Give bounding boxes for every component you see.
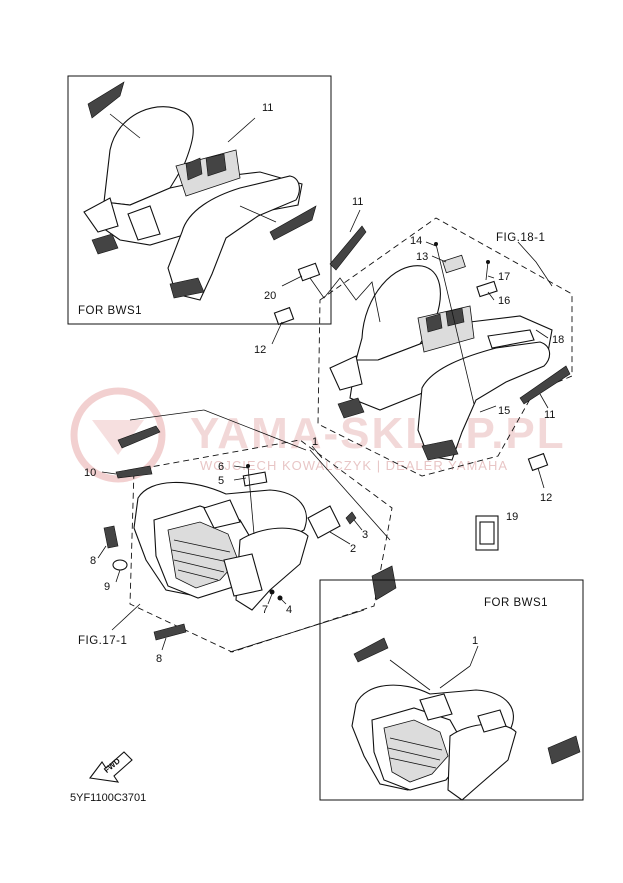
- callout-9: 9: [104, 581, 110, 593]
- callout-12-a: 12: [254, 344, 266, 356]
- decal-11-left: [87, 81, 125, 119]
- callout-17: 17: [498, 271, 510, 283]
- box-top-left: FOR BWS1 11: [67, 75, 332, 325]
- decal-8-bottom: [153, 623, 187, 641]
- watermark-subtitle: WOJCIECH KOWALCZYK | DEALER YAMAHA: [200, 458, 508, 473]
- decal-11-side: [519, 365, 571, 405]
- callout-11-a: 11: [262, 102, 273, 114]
- label-12-right: [527, 452, 549, 472]
- callout-11-b: 11: [352, 196, 363, 208]
- label-13: [442, 254, 466, 274]
- watermark: YAMA-SKLEP.PL WOJCIECH KOWALCZYK | DEALE…: [70, 387, 566, 483]
- decal-10: [115, 465, 153, 479]
- callout-18: 18: [552, 334, 564, 346]
- callout-5: 5: [218, 475, 224, 487]
- callout-14: 14: [410, 235, 422, 247]
- decal-11-top: [329, 225, 367, 271]
- fwd-arrow-icon: FWD: [89, 751, 133, 783]
- callout-15: 15: [498, 405, 510, 417]
- callout-8-b: 8: [156, 653, 162, 665]
- callout-1-a: 1: [312, 436, 318, 448]
- box-bottom-right-label: FOR BWS1: [484, 597, 548, 609]
- bolt-3: [345, 511, 357, 525]
- fig-ref-17-1: FIG.17-1: [78, 635, 127, 647]
- decal-side: [371, 565, 397, 601]
- decal-8-top: [103, 525, 119, 549]
- callout-6: 6: [218, 461, 224, 473]
- diagram-code: 5YF1100C3701: [70, 792, 146, 804]
- decal-1: [117, 425, 161, 449]
- fig-ref-18-1: FIG.18-1: [496, 232, 545, 244]
- plate-2: [307, 505, 341, 539]
- front-fender-main: 1 6 5 10 8 9 2 3 4 7 FIG.17-1 8: [78, 409, 397, 665]
- label-16: [476, 280, 498, 298]
- callout-11-c: 11: [544, 409, 555, 421]
- callout-13: 13: [416, 251, 428, 263]
- watermark-title: YAMA-SKLEP.PL: [190, 409, 566, 458]
- callout-4: 4: [286, 604, 292, 616]
- callout-20: 20: [264, 290, 276, 302]
- callout-3: 3: [362, 529, 368, 541]
- decal-11-right: [269, 205, 317, 241]
- callout-19: 19: [506, 511, 518, 523]
- label-12-left: [273, 306, 295, 326]
- rear-fender-bws1: [83, 106, 303, 301]
- callout-1-b: 1: [472, 635, 478, 647]
- label-5: [242, 471, 268, 487]
- rear-fender-main: 11 20 12 14 13 FIG.18-1 17 16 18 15 11 1…: [254, 196, 573, 504]
- decal-1-bws1: [353, 637, 389, 663]
- callout-10: 10: [84, 467, 96, 479]
- label-19: 19: [475, 511, 518, 551]
- callout-2: 2: [350, 543, 356, 555]
- callout-7: 7: [262, 604, 268, 616]
- box-top-left-label: FOR BWS1: [78, 305, 142, 317]
- front-fender-bws1: [351, 684, 581, 801]
- watermark-logo: [70, 387, 166, 483]
- box-bottom-right: FOR BWS1 1: [319, 579, 584, 801]
- callout-12-b: 12: [540, 492, 552, 504]
- label-20: [297, 262, 321, 282]
- callout-8-a: 8: [90, 555, 96, 567]
- callout-16: 16: [498, 295, 510, 307]
- cap-9: [112, 559, 128, 571]
